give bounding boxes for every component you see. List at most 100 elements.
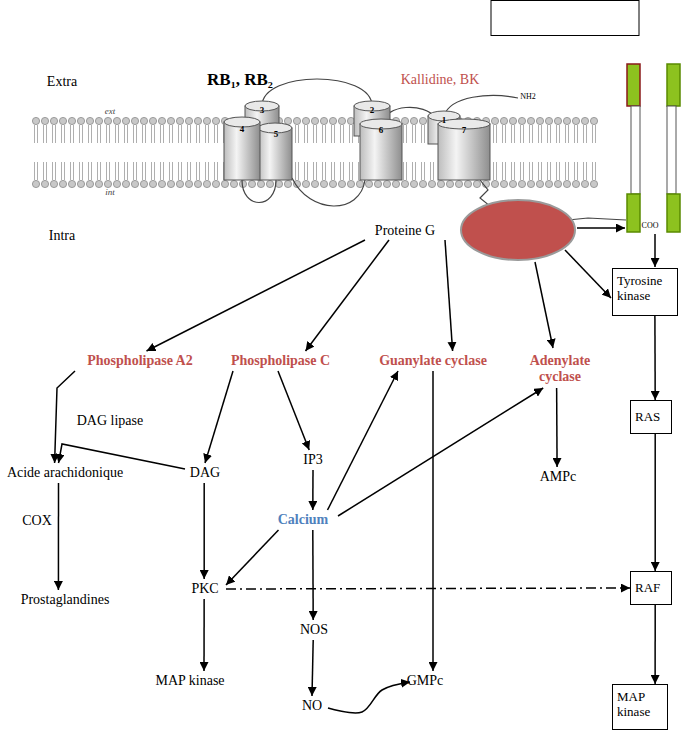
lipid (419, 117, 426, 143)
lipid-head (284, 180, 291, 187)
lipid-head (554, 180, 561, 187)
lipid (77, 162, 84, 188)
lipid-head (41, 117, 48, 124)
lipid (536, 162, 543, 188)
lipid-head (590, 180, 597, 187)
lipid-tail (313, 162, 314, 180)
lipid-tail (70, 162, 71, 180)
lipid-tail (34, 125, 35, 143)
lipid-tail (46, 125, 47, 143)
pathway-node: Phospholipase A2 (75, 351, 205, 371)
lipid-head (185, 117, 192, 124)
node-text: MAP kinase (617, 690, 663, 720)
lipid-head (518, 180, 525, 187)
annotation: Intra (49, 228, 75, 243)
signal-arrow (535, 262, 553, 348)
lipid-tail (196, 162, 197, 180)
edge-label: COX (22, 513, 52, 528)
lipid-tail (100, 125, 101, 143)
lipid-tail (547, 125, 548, 143)
lipid (122, 162, 129, 188)
helix-cylinder (360, 119, 402, 180)
lipid-tail (142, 125, 143, 143)
lipid (158, 162, 165, 188)
lipid-tail (124, 125, 125, 143)
lipid (320, 162, 327, 188)
lipid (572, 117, 579, 143)
lipid (185, 162, 192, 188)
lipid-tail (169, 125, 170, 143)
lipid-tail (334, 125, 335, 143)
lipid-tail (61, 125, 62, 143)
lipid-head (563, 117, 570, 124)
lipid-head (104, 117, 111, 124)
lipid-tail (172, 162, 173, 180)
node-text: AMPc (540, 469, 577, 485)
lipid-tail (154, 162, 155, 180)
lipid-head (419, 117, 426, 124)
lipid-tail (340, 125, 341, 143)
lipid-head (509, 180, 516, 187)
signal-arrow (147, 240, 366, 351)
lipid-tail (514, 125, 515, 143)
lipid-tail (568, 125, 569, 143)
lipid-tail (520, 125, 521, 143)
lipid (77, 117, 84, 143)
lipid (410, 162, 417, 188)
lipid-tail (421, 125, 422, 143)
pathway-node: NOS (294, 620, 334, 640)
lipid (32, 117, 39, 143)
pathway-node: IP3 (294, 450, 332, 470)
lipid (185, 117, 192, 143)
lipid-head (338, 117, 345, 124)
lipid-tail (331, 125, 332, 143)
lipid-tail (505, 125, 506, 143)
signal-arrow (654, 434, 656, 571)
lipid (554, 162, 561, 188)
lipid-head (320, 117, 327, 124)
annotation: int (105, 188, 115, 198)
lipid-head (419, 180, 426, 187)
lipid-tail (52, 125, 53, 143)
lipid-tail (172, 125, 173, 143)
lipid-tail (334, 162, 335, 180)
lipid-tail (217, 125, 218, 143)
signal-arrow (328, 371, 399, 510)
lipid-head (536, 180, 543, 187)
pathway-node: GMPc (400, 671, 450, 691)
lipid (194, 162, 201, 188)
lipid-head (329, 180, 336, 187)
lipid-tail (406, 125, 407, 143)
lipid-head (50, 180, 57, 187)
empty-frame (491, 1, 639, 36)
lipid-tail (529, 125, 530, 143)
node-text: MAP kinase (155, 673, 224, 689)
lipid (131, 162, 138, 188)
lipid-head (428, 180, 435, 187)
signal-arrow (445, 240, 453, 351)
lipid (320, 117, 327, 143)
lipid-head (473, 180, 480, 187)
annotation: 1 (442, 116, 447, 126)
lipid-bilayer (32, 117, 597, 187)
receptor-loop (262, 79, 372, 106)
lipid-head (212, 117, 219, 124)
lipid-head (545, 180, 552, 187)
lipid-tail (205, 162, 206, 180)
lipid-tail (595, 125, 596, 143)
lipid-head (86, 117, 93, 124)
signal-arrow (654, 234, 656, 267)
lipid-tail (46, 162, 47, 180)
lipid (50, 117, 57, 143)
lipid-tail (52, 162, 53, 180)
lipid (113, 162, 120, 188)
lipid-tail (496, 162, 497, 180)
lipid-tail (124, 162, 125, 180)
process-box: RAS (630, 400, 672, 434)
lipid-tail (316, 162, 317, 180)
lipid-tail (142, 162, 143, 180)
lipid (329, 162, 336, 188)
lipid-head (194, 117, 201, 124)
receptor-loop (292, 178, 365, 206)
lipid-tail (358, 162, 359, 180)
